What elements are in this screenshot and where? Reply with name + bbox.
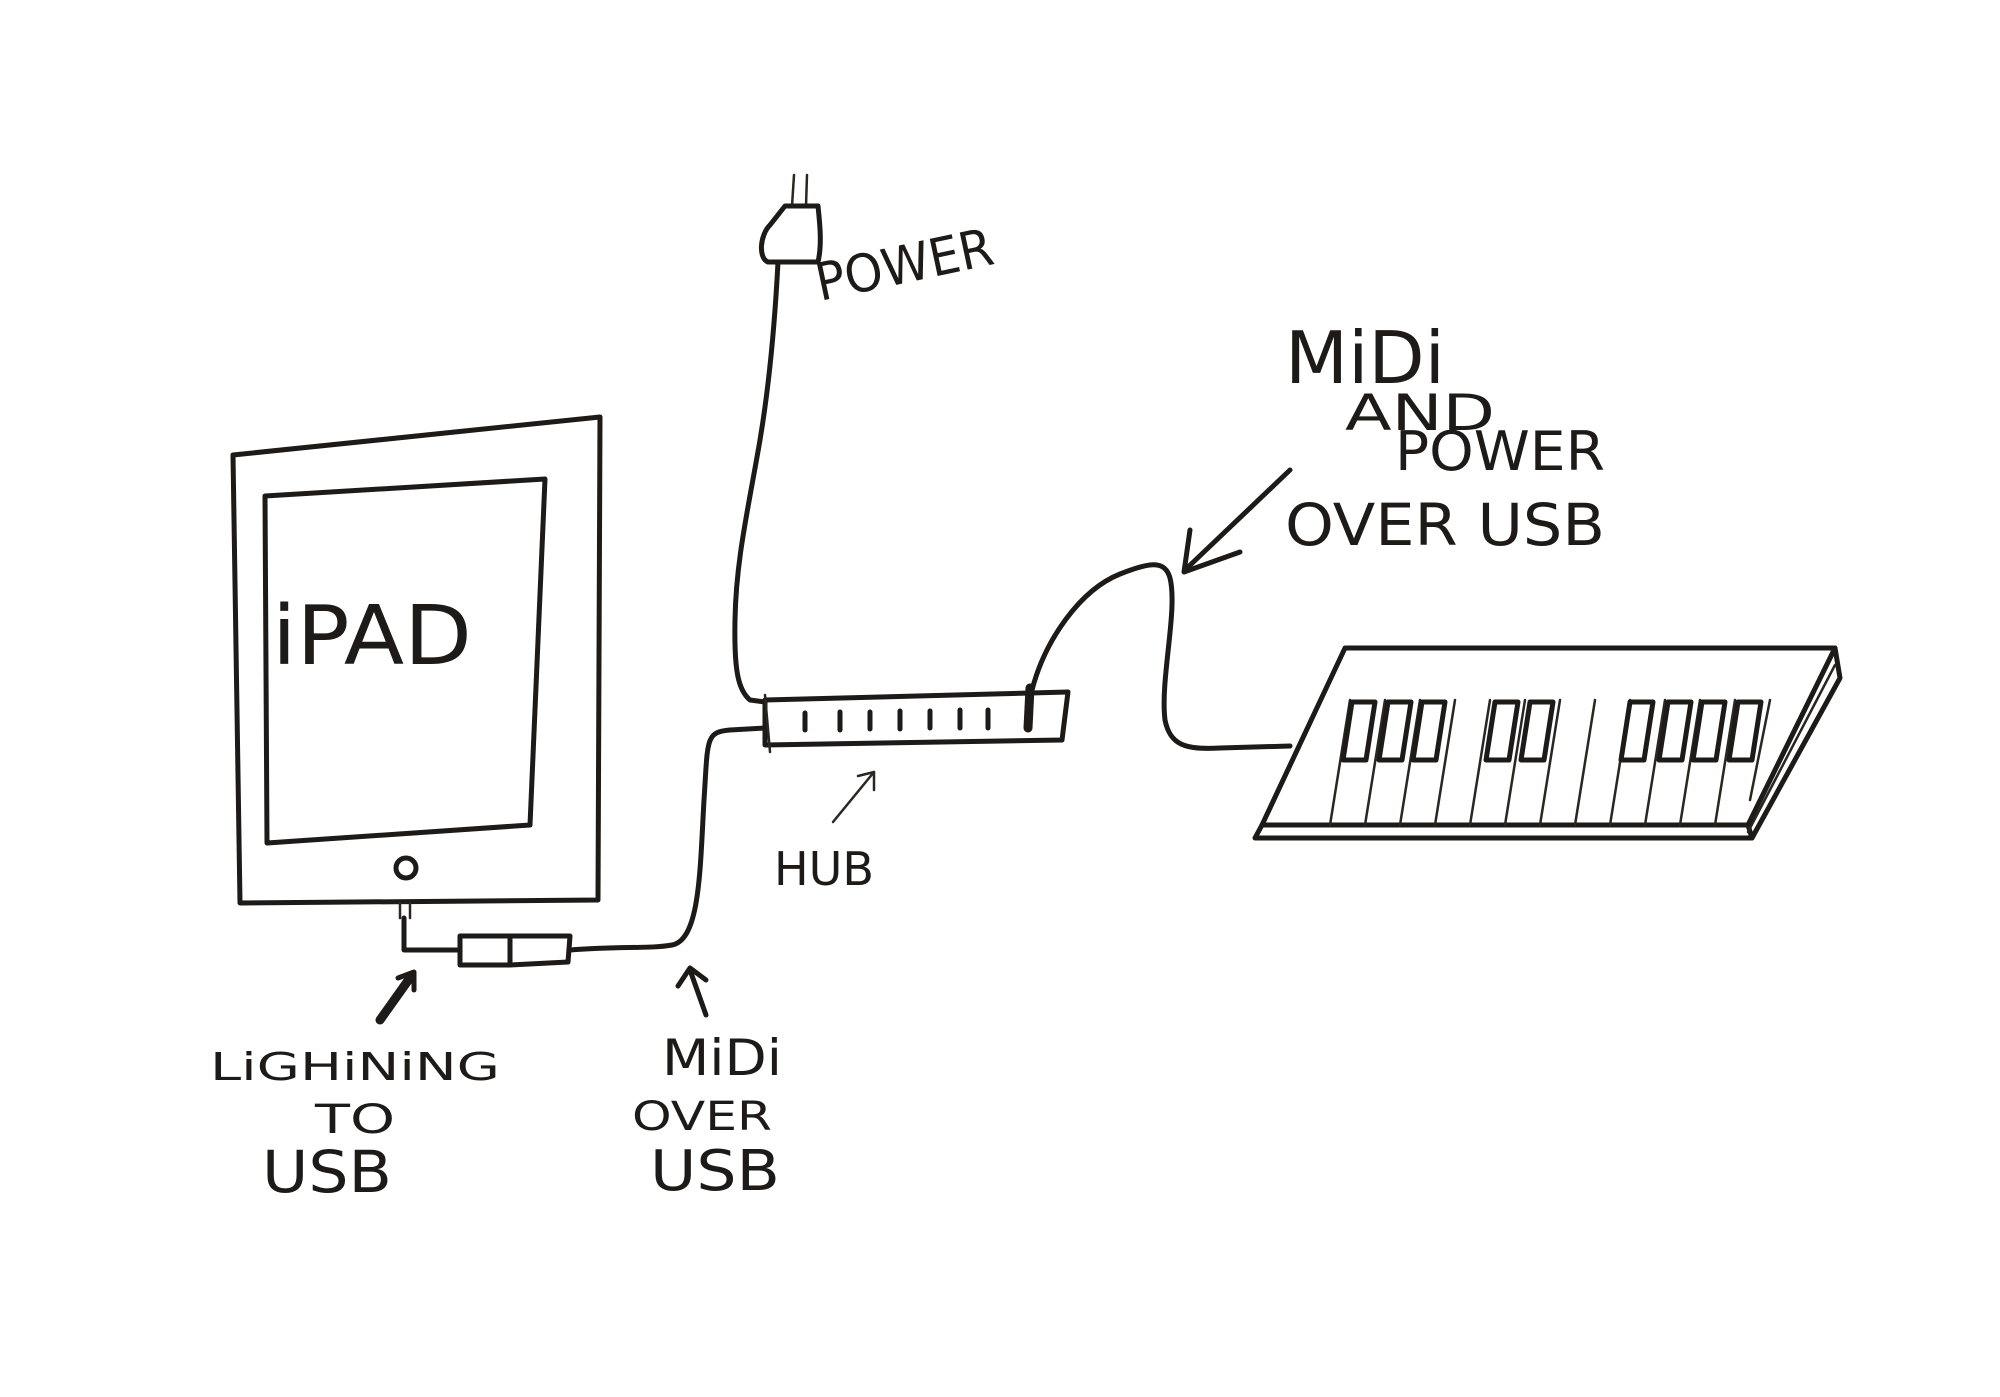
ipad-home-button — [393, 855, 419, 881]
lightning-label-line-2: TO — [314, 1097, 395, 1143]
lightning-plug — [398, 901, 412, 920]
lightning-arrow — [375, 969, 417, 1025]
hub-arrow — [831, 770, 876, 824]
midi-keyboard — [1252, 645, 1843, 841]
keyboard-front — [1252, 822, 1755, 841]
power-cable — [732, 259, 781, 705]
hub-end-cap — [763, 693, 772, 754]
ipad-screen — [262, 476, 548, 846]
midi-power-line-2: AND — [1345, 384, 1495, 442]
lightning-label-line-1: LiGHiNiNG — [210, 1045, 500, 1089]
midi-and-power-label: MiDi AND POWER OVER USB — [1285, 316, 1605, 559]
adapter-block-right — [507, 933, 573, 968]
midi-power-line-4: OVER USB — [1285, 491, 1605, 559]
keyboard-usb-cable — [1029, 562, 1293, 751]
midi-label-line-1: MiDi — [662, 1029, 782, 1087]
lightning-label-line-3: USB — [262, 1138, 392, 1206]
hub-connected-plug — [1023, 683, 1035, 733]
midi-power-line-1: MiDi — [1285, 316, 1445, 400]
lightning-adapter — [398, 901, 573, 968]
midi-power-line-3: POWER — [1395, 420, 1605, 483]
midi-usb-cable — [567, 725, 768, 953]
plug-head — [759, 203, 823, 265]
ipad-device: iPAD — [230, 414, 603, 906]
lightning-cable — [401, 915, 463, 953]
power-label: POWER — [810, 218, 999, 314]
midi-over-usb-label: MiDi OVER USB — [632, 1029, 782, 1204]
power-plug — [759, 173, 823, 265]
ipad-label: iPAD — [272, 589, 472, 684]
midi-power-arrow — [1181, 467, 1293, 575]
hub-label: HUB — [774, 842, 874, 896]
plug-prongs — [790, 173, 809, 208]
hub-body — [762, 689, 1071, 748]
lightning-to-usb-label: LiGHiNiNG TO USB — [210, 1045, 500, 1206]
keyboard-side-edge — [1746, 663, 1837, 834]
midi-label-line-2: OVER — [632, 1094, 772, 1140]
keyboard-black-keys — [1340, 699, 1764, 763]
midi-over-usb-arrow — [675, 965, 709, 1018]
keyboard-side — [1749, 645, 1843, 841]
midi-label-line-3: USB — [650, 1139, 780, 1204]
ipad-body — [230, 414, 603, 906]
usb-hub — [762, 683, 1071, 754]
hub-ports — [802, 707, 991, 733]
adapter-block-left — [457, 933, 513, 968]
